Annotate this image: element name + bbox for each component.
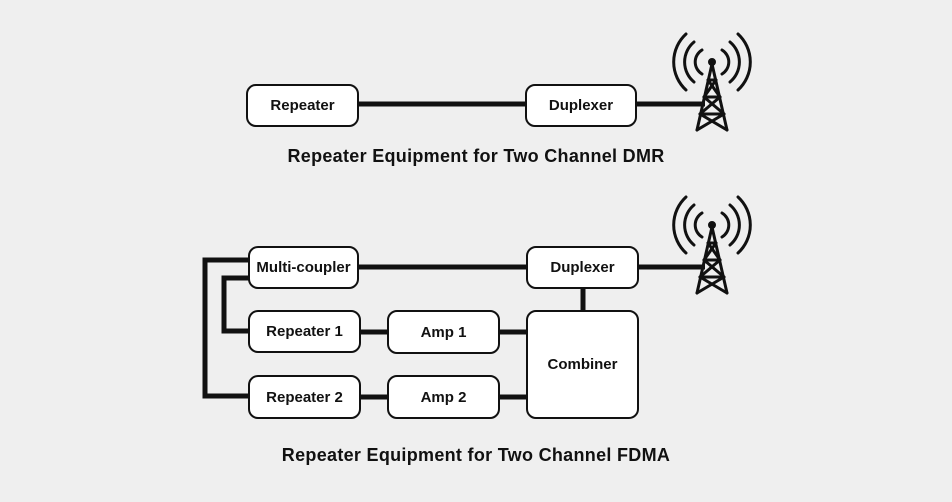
link-multicoupler-repeater2 xyxy=(202,257,250,399)
antenna-tower-icon xyxy=(672,32,752,132)
link-multicoupler-repeater1 xyxy=(221,275,250,334)
fdma-amp1-box: Amp 1 xyxy=(387,310,500,354)
dmr-caption: Repeater Equipment for Two Channel DMR xyxy=(287,146,665,166)
dmr-duplexer-box: Duplexer xyxy=(525,84,637,127)
dmr-repeater-box: Repeater xyxy=(246,84,359,127)
fdma-caption: Repeater Equipment for Two Channel FDMA xyxy=(281,445,671,465)
fdma-duplexer-box: Duplexer xyxy=(526,246,639,289)
fdma-amp2-box: Amp 2 xyxy=(387,375,500,419)
fdma-combiner-box: Combiner xyxy=(526,310,639,419)
antenna-tower-icon xyxy=(672,195,752,295)
fdma-repeater1-box: Repeater 1 xyxy=(248,310,361,353)
fdma-multicoupler-box: Multi-coupler xyxy=(248,246,359,289)
fdma-repeater2-box: Repeater 2 xyxy=(248,375,361,419)
